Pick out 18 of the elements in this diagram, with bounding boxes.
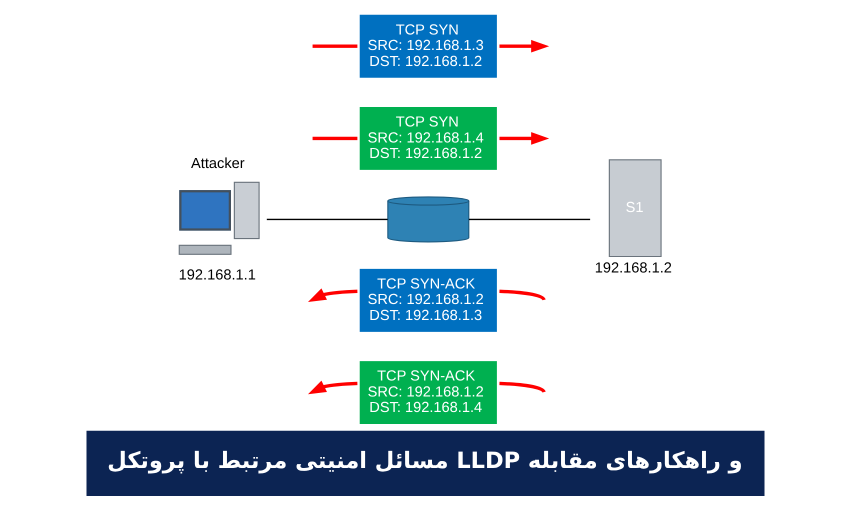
node-box: TCP SYN-ACK SRC: 192.168.1.2 DST: 192.168.1.4 bbox=[359, 361, 496, 424]
diagram-title: مسائل امنیتی مرتبط با پروتکل LLDP و راهکارهای مقابله bbox=[106, 448, 742, 474]
node-box: TCP SYN SRC: 192.168.1.3 DST: 192.168.1.2 bbox=[359, 14, 496, 78]
connector bbox=[468, 218, 590, 220]
node-label: Attacker bbox=[190, 156, 244, 172]
arrow bbox=[498, 132, 549, 145]
arrow bbox=[307, 380, 357, 394]
connector bbox=[498, 382, 545, 393]
connector bbox=[498, 290, 545, 301]
node-label: 192.168.1.1 bbox=[178, 267, 256, 284]
node-label: 192.168.1.2 bbox=[594, 260, 672, 277]
connector bbox=[266, 218, 388, 220]
connector bbox=[312, 44, 357, 48]
connector bbox=[312, 136, 357, 140]
node-box: TCP SYN SRC: 192.168.1.4 DST: 192.168.1.2 bbox=[359, 106, 496, 170]
arrow bbox=[307, 288, 357, 302]
node-box: TCP SYN-ACK SRC: 192.168.1.2 DST: 192.168.1.3 bbox=[359, 268, 496, 332]
arrow bbox=[498, 40, 549, 53]
